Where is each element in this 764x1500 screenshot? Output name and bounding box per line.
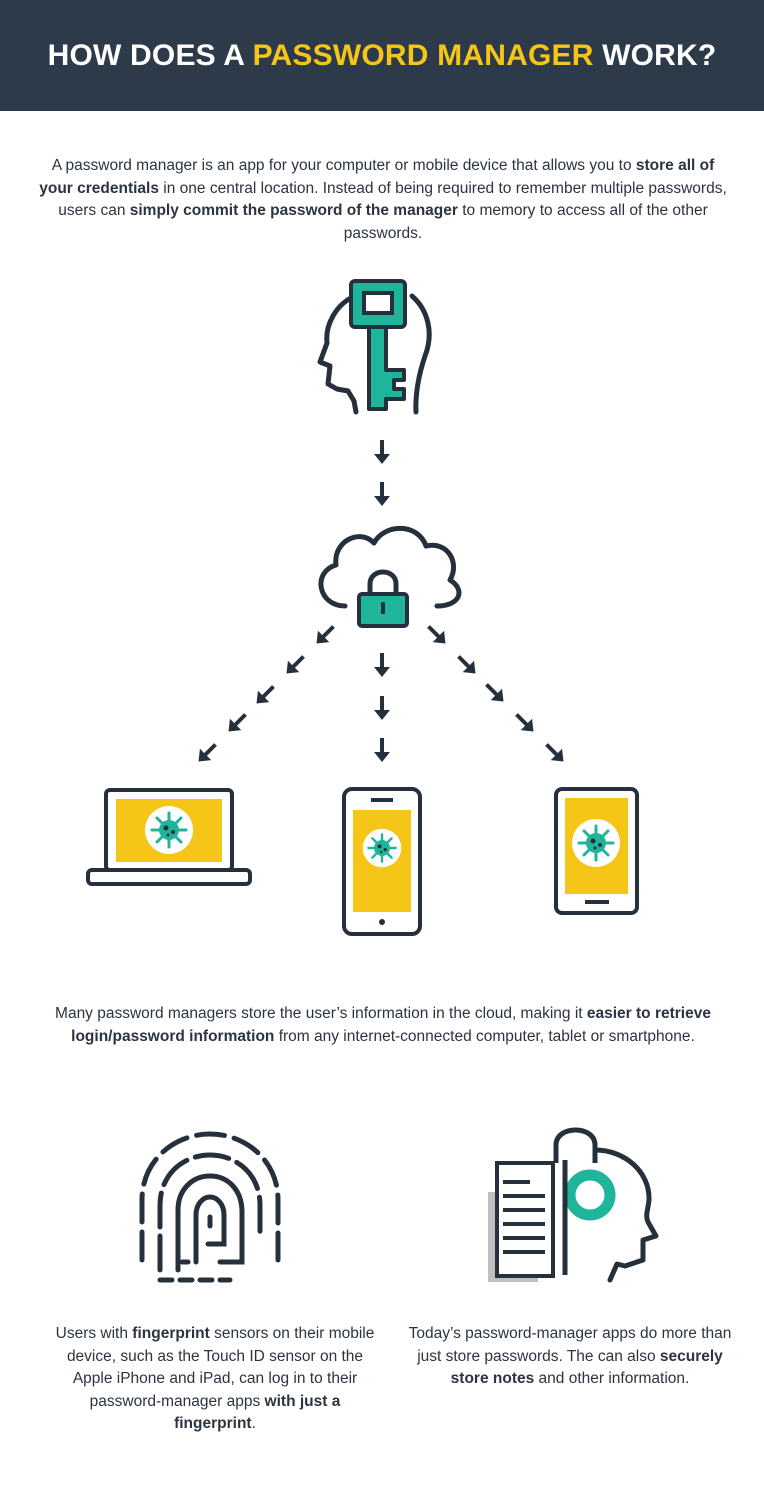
tablet-icon (554, 787, 639, 915)
page-title: HOW DOES A PASSWORD MANAGER WORK? (48, 39, 717, 73)
cloud-text-2: from any internet-connected computer, ta… (274, 1027, 695, 1045)
finger-bold-2: with just a fingerprint (174, 1392, 341, 1433)
cloud-text-1: Many password managers store the user’s … (55, 1005, 587, 1022)
notes-bold-1: securely store notes (450, 1347, 723, 1388)
intro-paragraph: A password manager is an app for your co… (38, 155, 728, 245)
head-notes-headphones-icon (488, 1127, 659, 1283)
smartphone-icon (342, 787, 422, 936)
cloud-bold-1: easier to retrieve login/password inform… (71, 1005, 711, 1045)
arrow-down-icon (372, 438, 392, 508)
intro-text-3: to memory to access all of the other pas… (343, 202, 708, 242)
fingerprint-icon (139, 1131, 281, 1283)
notes-text-2: and other information. (534, 1370, 690, 1387)
title-part-2: WORK? (593, 38, 717, 72)
intro-bold-2: simply commit the password of the manage… (129, 202, 458, 219)
intro-text-1: A password manager is an app for your co… (51, 157, 636, 174)
intro-text-2: in one central location. Instead of bein… (58, 179, 727, 220)
header-banner: HOW DOES A PASSWORD MANAGER WORK? (0, 0, 764, 111)
cloud-lock-icon (318, 525, 462, 628)
finger-text-3: . (251, 1415, 256, 1432)
fingerprint-paragraph: Users with fingerprint sensors on their … (50, 1323, 380, 1436)
finger-text-1: Users with (55, 1325, 133, 1342)
intro-bold-1: store all of your credentials (39, 157, 715, 197)
finger-text-2: sensors on their mobile device, such as … (66, 1325, 375, 1410)
arrows-to-devices (193, 621, 569, 767)
notes-text-1: Today’s password-manager apps do more th… (408, 1325, 732, 1365)
laptop-icon (86, 788, 252, 886)
finger-bold-1: fingerprint (132, 1325, 210, 1342)
notes-paragraph: Today’s password-manager apps do more th… (405, 1323, 735, 1391)
head-key-icon (317, 279, 432, 415)
title-highlight: PASSWORD MANAGER (252, 38, 594, 72)
title-part-1: HOW DOES A (47, 38, 253, 72)
cloud-paragraph: Many password managers store the user’s … (30, 1003, 736, 1048)
